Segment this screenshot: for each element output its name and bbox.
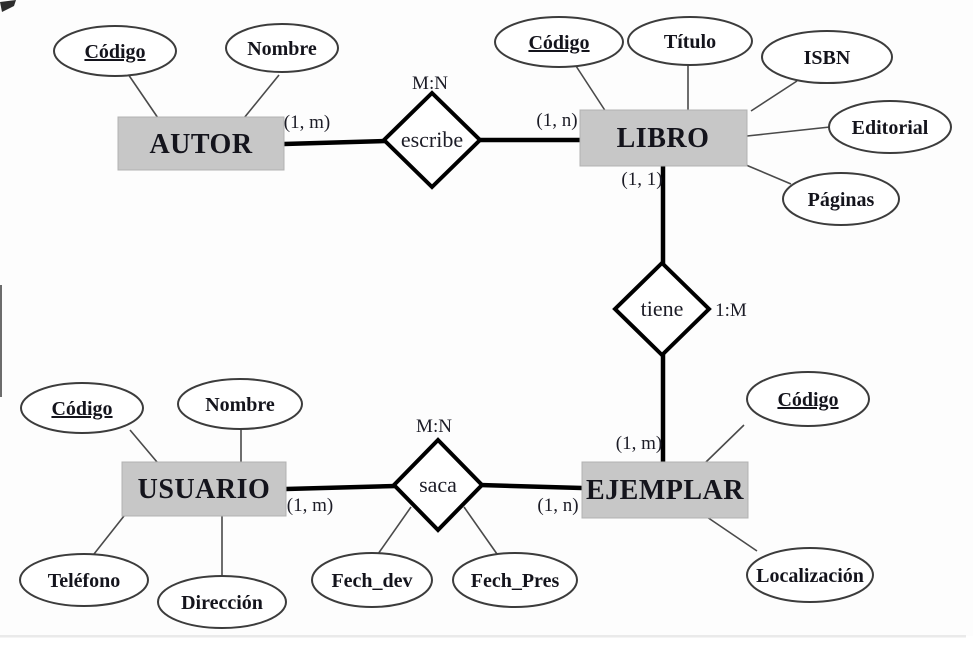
entity-ejemplar: EJEMPLAR (581, 461, 749, 519)
attribute-libro-editorial-label: Editorial (852, 117, 929, 139)
line-saca-ejemplar (479, 482, 583, 491)
attribute-ellipse (627, 16, 753, 66)
scan-artifact-corner (0, 0, 16, 12)
entity-usuario-box (121, 461, 287, 517)
attribute-saca-fech-pres-label: Fech_Pres (471, 570, 560, 592)
relationship-tiene-diamond (612, 260, 712, 358)
entity-libro-box (579, 109, 748, 167)
connector-libro-isbn (750, 80, 798, 112)
connector-libro-codigo (575, 65, 607, 113)
scan-artifact-left-edge (0, 285, 2, 397)
attribute-usuario-nombre: Nombre (177, 378, 303, 430)
attribute-ejemplar-codigo-label: Código (777, 389, 838, 411)
attribute-usuario-telefono: Teléfono (19, 553, 149, 607)
relationship-saca-diamond (391, 437, 485, 533)
attribute-usuario-codigo-label: Código (51, 398, 112, 420)
cardinality-saca-ejemplar: (1, n) (537, 495, 578, 516)
line-autor-escribe (283, 138, 387, 147)
entity-usuario-label: USUARIO (138, 474, 271, 505)
attribute-usuario-direccion: Dirección (157, 575, 287, 629)
ratio-saca: M:N (416, 416, 452, 437)
connector-autor-nombre (243, 74, 280, 119)
attribute-libro-titulo-label: Título (664, 31, 716, 53)
attribute-usuario-nombre-label: Nombre (205, 394, 275, 416)
attribute-ejemplar-localizacion: Localización (746, 547, 874, 603)
attribute-ellipse (311, 552, 433, 608)
connector-saca-fech-pres (463, 506, 498, 555)
relationship-tiene: tiene (612, 260, 712, 358)
attribute-ejemplar-localizacion-label: Localización (756, 565, 864, 587)
connector-usuario-telefono (93, 515, 125, 555)
attribute-ellipse (761, 30, 893, 84)
attribute-ellipse (53, 25, 177, 77)
cardinality-escribe-autor: (1, m) (284, 112, 330, 133)
attribute-libro-codigo-label: Código (528, 32, 589, 54)
connector-ejemplar-codigo (705, 424, 745, 463)
cardinality-saca-usuario: (1, m) (287, 495, 333, 516)
attribute-usuario-telefono-label: Teléfono (48, 570, 121, 592)
entity-libro-label: LIBRO (617, 123, 710, 154)
relationship-escribe-diamond (381, 90, 483, 190)
entity-autor-box (117, 116, 285, 171)
attribute-libro-editorial: Editorial (828, 100, 952, 154)
attribute-ellipse (225, 23, 339, 73)
attribute-ellipse (746, 371, 870, 427)
cardinality-tiene-ejemplar: (1, m) (616, 433, 662, 454)
relationship-escribe: escribe (381, 90, 483, 190)
attribute-autor-nombre-label: Nombre (247, 38, 317, 60)
attribute-ejemplar-codigo: Código (746, 371, 870, 427)
attribute-ellipse (828, 100, 952, 154)
entity-autor: AUTOR (117, 116, 285, 171)
cardinality-tiene-libro: (1, 1) (621, 169, 662, 190)
attribute-libro-titulo: Título (627, 16, 753, 66)
attribute-usuario-direccion-label: Dirección (181, 592, 263, 614)
paper-background (0, 0, 973, 636)
attribute-ellipse (177, 378, 303, 430)
attribute-usuario-codigo: Código (20, 382, 144, 434)
attribute-autor-nombre: Nombre (225, 23, 339, 73)
connector-libro-paginas (745, 164, 792, 185)
connector-autor-codigo (127, 73, 159, 119)
attribute-autor-codigo: Código (53, 25, 177, 77)
scan-edge-bottom (0, 635, 966, 638)
attribute-ellipse (746, 547, 874, 603)
entity-usuario: USUARIO (121, 461, 287, 517)
connector-usuario-codigo (129, 429, 158, 463)
ratio-tiene: 1:M (715, 300, 747, 321)
ratio-escribe: M:N (412, 73, 448, 94)
connector-saca-fech-dev (377, 506, 412, 555)
entity-ejemplar-label: EJEMPLAR (586, 475, 744, 506)
attribute-libro-isbn-label: ISBN (804, 47, 851, 69)
attribute-libro-paginas-label: Páginas (808, 189, 875, 211)
entity-ejemplar-box (581, 461, 749, 519)
entity-libro: LIBRO (579, 109, 748, 167)
relationship-saca: saca (391, 437, 485, 533)
attribute-ellipse (19, 553, 149, 607)
attribute-ellipse (20, 382, 144, 434)
attribute-ellipse (452, 552, 578, 608)
attribute-saca-fech-pres: Fech_Pres (452, 552, 578, 608)
attribute-libro-codigo: Código (494, 16, 624, 68)
attribute-saca-fech-dev-label: Fech_dev (331, 570, 412, 592)
connector-libro-editorial (746, 126, 831, 137)
relationship-tiene-label: tiene (641, 296, 684, 321)
attribute-libro-paginas: Páginas (782, 172, 900, 226)
attribute-autor-codigo-label: Código (84, 41, 145, 63)
entity-autor-label: AUTOR (149, 129, 252, 160)
attribute-ellipse (782, 172, 900, 226)
attribute-ellipse (157, 575, 287, 629)
attribute-libro-isbn: ISBN (761, 30, 893, 84)
line-usuario-saca (285, 483, 397, 492)
connector-ejemplar-localizacion (703, 514, 758, 552)
relationship-escribe-label: escribe (401, 127, 463, 152)
cardinality-escribe-libro: (1, n) (536, 110, 577, 131)
attribute-ellipse (494, 16, 624, 68)
relationship-saca-label: saca (419, 472, 457, 497)
attribute-saca-fech-dev: Fech_dev (311, 552, 433, 608)
